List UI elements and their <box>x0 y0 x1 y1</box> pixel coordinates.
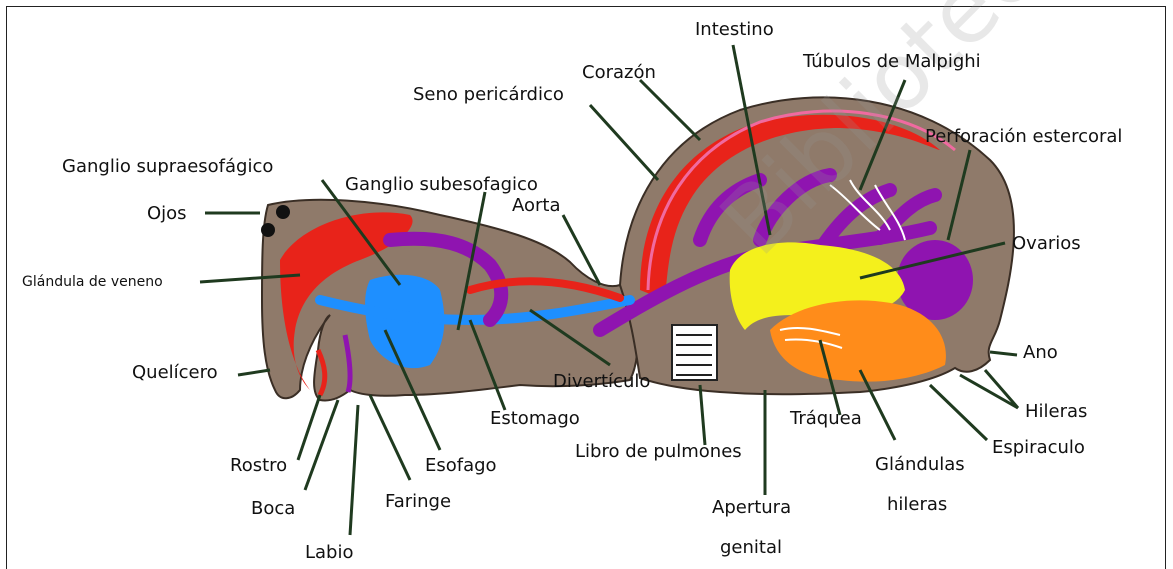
label-diverticulo: Divertículo <box>553 373 650 391</box>
leader-faringe <box>370 395 410 480</box>
label-boca: Boca <box>251 500 295 518</box>
label-libro-pulmones: Libro de pulmones <box>575 443 742 461</box>
label-ano: Ano <box>1023 344 1058 362</box>
label-rostro: Rostro <box>230 457 287 475</box>
label-espiraculo: Espiraculo <box>992 439 1085 457</box>
leader-ano <box>990 352 1017 355</box>
label-tubulos: Túbulos de Malpighi <box>803 53 981 71</box>
label-glandulas-hileras-2: hileras <box>887 496 947 514</box>
leader-hileras-b <box>985 370 1018 408</box>
label-seno-pericardico: Seno pericárdico <box>413 86 564 104</box>
label-ovarios: Ovarios <box>1012 235 1081 253</box>
label-labio: Labio <box>305 544 354 562</box>
leader-espiraculo <box>930 385 987 440</box>
leader-labio <box>350 405 358 535</box>
label-faringe: Faringe <box>385 493 451 511</box>
leader-boca <box>305 400 338 490</box>
leader-hileras-a <box>960 375 1018 408</box>
label-estomago: Estomago <box>490 410 580 428</box>
label-quelicero: Quelícero <box>132 364 218 382</box>
label-traquea: Tráquea <box>790 410 862 428</box>
label-aorta: Aorta <box>512 197 561 215</box>
leader-quelicero <box>238 370 270 375</box>
label-corazon: Corazón <box>582 64 656 82</box>
leader-corazon <box>640 80 700 140</box>
label-esofago: Esofago <box>425 457 497 475</box>
book-lungs-shape <box>672 325 717 380</box>
leader-pericardico <box>590 105 658 180</box>
leader-pulmones <box>700 385 705 445</box>
label-apertura-genital-1: Apertura <box>712 499 791 517</box>
eye-2 <box>261 223 275 237</box>
label-glandulas-hileras-1: Glándulas <box>875 456 965 474</box>
label-glandula-veneno: Glándula de veneno <box>22 275 163 289</box>
label-intestino: Intestino <box>695 21 774 39</box>
eye-1 <box>276 205 290 219</box>
label-perforacion: Perforación estercoral <box>925 128 1122 146</box>
label-ganglio-subesofagico: Ganglio subesofagico <box>345 176 538 194</box>
label-apertura-genital-2: genital <box>720 539 782 557</box>
leader-rostro <box>298 395 320 460</box>
label-ojos: Ojos <box>147 205 187 223</box>
label-hileras: Hileras <box>1025 403 1087 421</box>
label-ganglio-supraesofagico: Ganglio supraesofágico <box>62 158 273 176</box>
